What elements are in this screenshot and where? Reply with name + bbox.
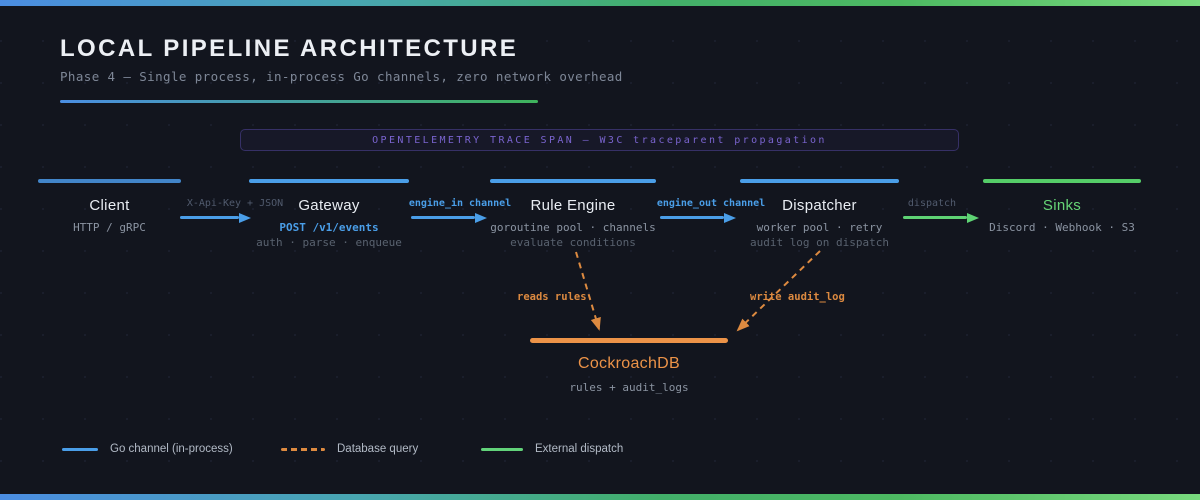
trace-span-banner: OPENTELEMETRY TRACE SPAN — W3C tracepare…: [240, 129, 959, 151]
node-client-line1: HTTP / gRPC: [73, 221, 146, 234]
solid-blue-line-swatch: [62, 447, 98, 451]
node-dispatcher: Dispatcher worker pool · retry audit log…: [740, 179, 899, 250]
legend-label-database-query: Database query: [337, 443, 419, 455]
node-dispatcher-bar: [740, 179, 899, 183]
edge-label-engine-out: engine_out channel: [656, 198, 766, 209]
dispatch-arrow-dispatcher-sinks: [903, 216, 967, 219]
dashed-orange-line-swatch: [281, 447, 325, 451]
edge-label-dispatch: dispatch: [907, 198, 957, 209]
node-rule-engine-line2: evaluate conditions: [510, 236, 636, 249]
legend-item-database-query: Database query: [281, 442, 418, 456]
channel-arrow-gateway-rule-engine: [411, 216, 475, 219]
channel-arrow-rule-engine-dispatcher: [660, 216, 724, 219]
bottom-gradient-bar: [0, 494, 1200, 500]
top-gradient-bar: [0, 0, 1200, 6]
edge-label-client-gateway: X-Api-Key + JSON: [186, 198, 284, 209]
node-dispatcher-line2: audit log on dispatch: [749, 236, 890, 249]
legend-item-external-dispatch: External dispatch: [481, 442, 623, 456]
title-underline: [60, 100, 538, 103]
node-cockroachdb-subtitle: rules + audit_logs: [569, 381, 689, 394]
edge-label-engine-in: engine_in channel: [408, 198, 512, 209]
trace-span-banner-label: OPENTELEMETRY TRACE SPAN — W3C tracepare…: [372, 134, 827, 146]
node-rule-engine-title: Rule Engine: [530, 197, 616, 214]
page-title: LOCAL PIPELINE ARCHITECTURE: [60, 35, 519, 62]
node-rule-engine-bar: [490, 179, 656, 183]
node-sinks-bar: [983, 179, 1141, 183]
node-gateway-bar: [249, 179, 409, 183]
node-gateway-line1: POST /v1/events: [279, 221, 379, 234]
node-gateway-title: Gateway: [298, 197, 360, 214]
node-dispatcher-line1: worker pool · retry: [756, 221, 883, 234]
node-rule-engine: Rule Engine goroutine pool · channels ev…: [490, 179, 656, 250]
page-subtitle: Phase 4 — Single process, in-process Go …: [60, 69, 623, 84]
legend-item-go-channel: Go channel (in-process): [62, 442, 233, 456]
node-client-title: Client: [89, 197, 130, 214]
db-read-arrow-label: reads rules: [517, 291, 587, 303]
node-cockroachdb-title: CockroachDB: [577, 355, 680, 372]
node-gateway-line2: auth · parse · enqueue: [256, 236, 402, 249]
node-cockroachdb-bar: [530, 338, 728, 343]
node-dispatcher-title: Dispatcher: [782, 197, 857, 214]
db-write-arrow-label: write audit_log: [750, 291, 845, 303]
solid-green-line-swatch: [481, 447, 523, 451]
node-sinks: Sinks Discord · Webhook · S3: [983, 179, 1141, 235]
node-rule-engine-line1: goroutine pool · channels: [490, 221, 656, 234]
legend-label-go-channel: Go channel (in-process): [110, 443, 233, 455]
node-sinks-title: Sinks: [1042, 197, 1082, 214]
legend-label-external-dispatch: External dispatch: [535, 443, 624, 455]
channel-arrow-client-gateway: [180, 216, 239, 219]
node-sinks-line1: Discord · Webhook · S3: [989, 221, 1135, 234]
node-client-bar: [38, 179, 181, 183]
node-cockroachdb: CockroachDB rules + audit_logs: [530, 338, 728, 394]
node-client: Client HTTP / gRPC: [38, 179, 181, 235]
node-gateway: Gateway POST /v1/events auth · parse · e…: [249, 179, 409, 250]
